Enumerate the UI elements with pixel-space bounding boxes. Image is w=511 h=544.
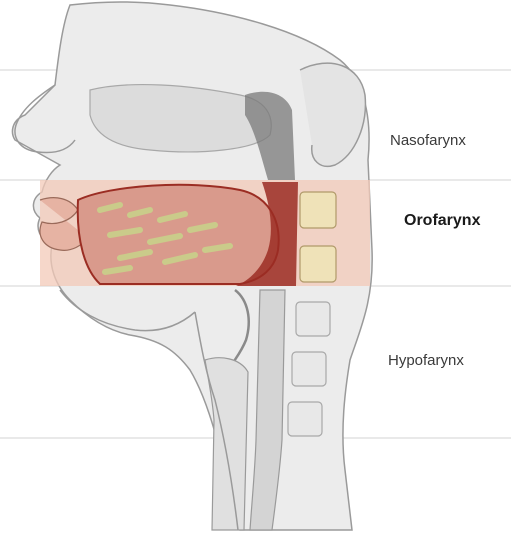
vertebra-c6 xyxy=(288,402,322,436)
hypopharynx-label: Hypofarynx xyxy=(388,352,464,369)
nasopharynx-label: Nasofarynx xyxy=(390,132,466,149)
vertebra-c5 xyxy=(292,352,326,386)
oropharynx-label: Orofarynx xyxy=(404,212,480,230)
vertebra-c4 xyxy=(296,302,330,336)
vertebra-c2 xyxy=(300,192,336,228)
vertebra-c3 xyxy=(300,246,336,282)
